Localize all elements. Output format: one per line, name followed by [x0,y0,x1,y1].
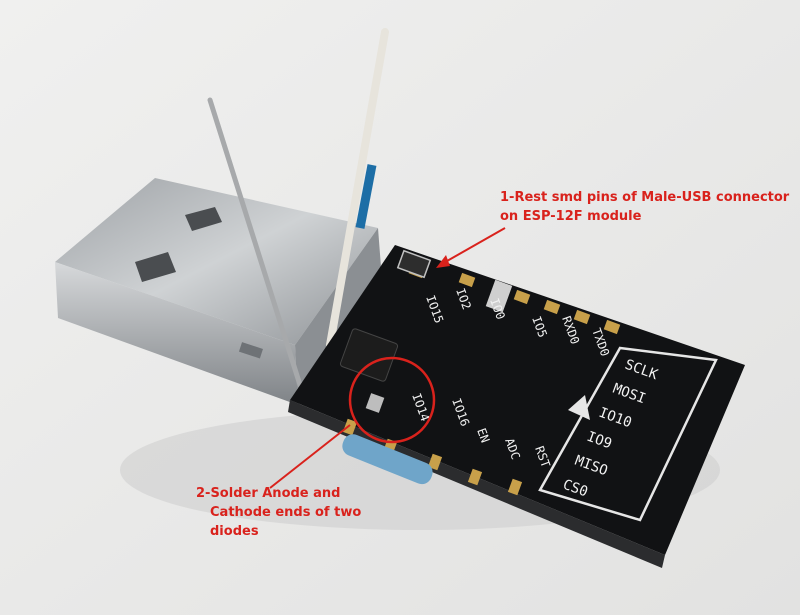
arrow-line-2 [269,424,351,489]
annotation-2-line: 2-Solder Anode and [196,486,341,501]
diode-band [355,164,377,229]
pin-label: IO5 [529,314,550,339]
pcb-pads [342,263,621,496]
arrow-head-1 [436,255,450,268]
annotation-2: 2-Solder Anode and Cathode ends of two d… [196,484,361,541]
annotation-2-line: Cathode ends of two [210,505,362,520]
annotation-1-line: on ESP-12F module [500,209,642,224]
pin-label: RST [532,444,553,469]
annotation-markers [269,227,506,489]
highlight-circle [348,356,436,444]
silkscreen-bottom-pins: EN ADC RST [474,426,553,469]
usb-connector-shell [55,178,382,405]
pin-label: EN [474,426,492,444]
diode-leads [207,28,389,388]
annotation-1-line: 1-Rest smd pins of Male-USB connector [500,190,790,205]
usb-slot-top [185,207,222,231]
diode-glass-body [342,434,433,485]
pin-label: IO2 [453,286,474,311]
pin-label: ADC [502,436,523,461]
diode-body [339,328,399,382]
usb-slot-bottom [135,252,176,282]
annotation-2-line: diodes [210,524,259,539]
pin-label: IO0 [487,296,508,321]
annotation-1: 1-Rest smd pins of Male-USB connector on… [500,188,789,226]
arrow-line-1 [439,227,506,266]
